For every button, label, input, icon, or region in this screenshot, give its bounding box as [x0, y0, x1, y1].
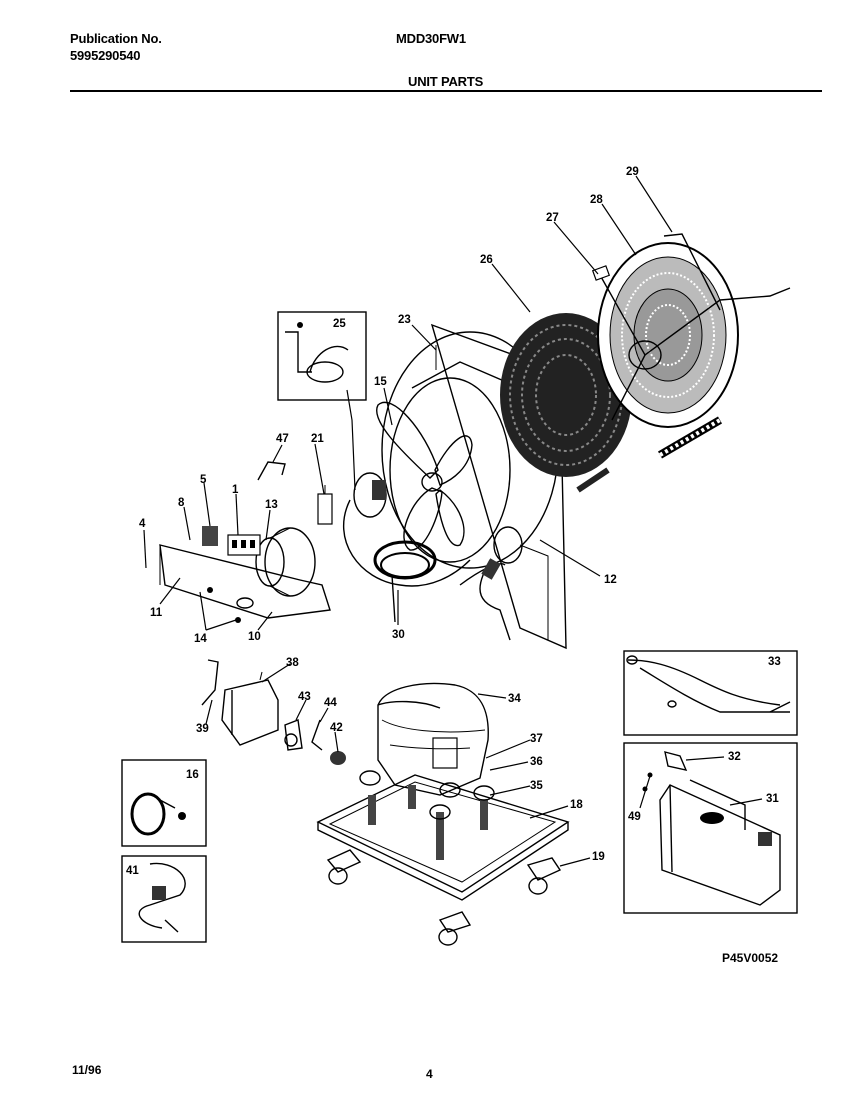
label-27: 27: [546, 212, 559, 224]
timer-motor: [255, 527, 316, 597]
label-26: 26: [480, 254, 493, 266]
diagram-code: P45V0052: [722, 951, 778, 965]
label-36: 36: [530, 756, 543, 768]
inset-thermostat: [277, 311, 367, 401]
label-19: 19: [592, 851, 605, 863]
label-41: 41: [126, 865, 139, 877]
small-fittings: [284, 719, 346, 765]
support-rod: [663, 233, 721, 311]
header-rule: [70, 90, 822, 92]
wire-harness: [257, 461, 286, 481]
label-4: 4: [139, 518, 146, 530]
tubing-coil: [373, 540, 437, 623]
label-14: 14: [194, 633, 207, 645]
label-10: 10: [248, 631, 261, 643]
label-49: 49: [628, 811, 641, 823]
label-42: 43: [298, 691, 311, 703]
label-28: 28: [590, 194, 603, 206]
compressor: [377, 682, 489, 796]
publication-label: Publication No.: [70, 31, 162, 46]
label-15: 15: [374, 376, 387, 388]
label-21: 21: [311, 433, 324, 445]
label-1: 1: [232, 484, 239, 496]
label-18: 18: [570, 799, 583, 811]
capacitor: [317, 485, 333, 525]
leader-lines: [143, 175, 763, 867]
float-switch: [201, 659, 279, 746]
label-44: 44: [324, 697, 337, 709]
part-number-labels: 29 28 27 26 23 25 15 47 21 5 1 8 13 4 12…: [126, 166, 781, 877]
label-11: 11: [150, 607, 163, 619]
label-47: 47: [276, 433, 289, 445]
evaporator-coil: [591, 242, 791, 459]
footer-date: 11/96: [72, 1063, 102, 1077]
label-43: 42: [330, 722, 343, 734]
page-number: 4: [426, 1067, 433, 1081]
fan-motor: [343, 472, 523, 641]
label-16: 16: [186, 769, 199, 781]
inset-clamp: [121, 759, 207, 847]
label-39: 39: [196, 723, 209, 735]
publication-number: 5995290540: [70, 48, 141, 63]
inset-power-cord: [121, 855, 207, 943]
label-38: 38: [286, 657, 299, 669]
control-switch: [202, 526, 261, 556]
control-bracket: [159, 544, 331, 623]
label-31: 31: [766, 793, 779, 805]
label-8: 8: [178, 497, 185, 509]
label-13: 13: [265, 499, 278, 511]
label-5: 5: [200, 474, 207, 486]
fan-blade: [376, 401, 473, 551]
inset-water-bucket: [623, 742, 798, 914]
base-pan: [316, 770, 570, 901]
label-35: 35: [530, 780, 543, 792]
label-34: 34: [508, 693, 521, 705]
label-29: 29: [626, 166, 639, 178]
label-25: 25: [333, 318, 346, 330]
inset-wiring: [623, 650, 798, 736]
label-32: 32: [728, 751, 741, 763]
label-30: 30: [392, 629, 405, 641]
casters: [326, 849, 562, 946]
model-number: MDD30FW1: [396, 31, 466, 46]
label-12: 12: [604, 574, 617, 586]
label-37: 37: [530, 733, 543, 745]
section-title: UNIT PARTS: [408, 74, 484, 89]
label-33: 33: [768, 656, 781, 668]
label-23: 23: [398, 314, 411, 326]
